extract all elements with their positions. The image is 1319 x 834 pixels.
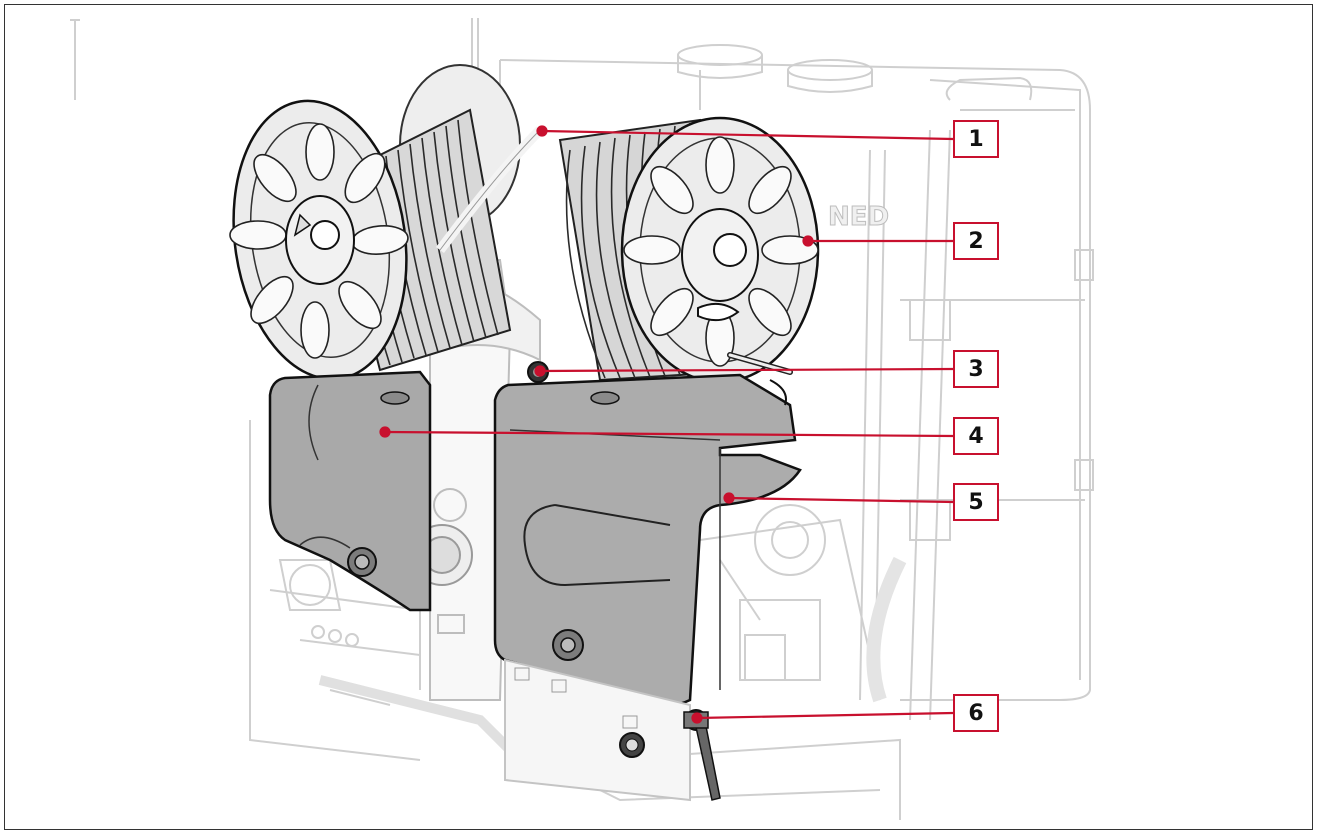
lower-panel — [504, 658, 691, 802]
callout-2: 2 — [953, 222, 999, 260]
callout-6: 6 — [953, 694, 999, 732]
callout-3: 3 — [953, 350, 999, 388]
leader-dot-4 — [379, 426, 391, 438]
leader-lines — [379, 125, 954, 724]
left-hose-reel — [229, 64, 544, 381]
right-tank — [493, 373, 802, 707]
leader-dot-5 — [723, 492, 735, 504]
callout-1: 1 — [953, 120, 999, 158]
callout-5: 5 — [953, 483, 999, 521]
right-hose-reel — [558, 116, 820, 384]
callout-4: 4 — [953, 417, 999, 455]
background-unit — [70, 18, 1094, 820]
leader-line-6 — [696, 711, 954, 720]
leader-dot-6 — [691, 712, 703, 724]
leader-line-4 — [384, 430, 954, 438]
brand-badge: NED — [828, 202, 889, 232]
leader-dot-3 — [534, 365, 546, 377]
leader-line-3 — [539, 367, 954, 373]
leader-dot-2 — [802, 235, 814, 247]
leader-dot-1 — [536, 125, 548, 137]
leader-line-1 — [541, 129, 954, 141]
leader-line-5 — [728, 496, 954, 504]
